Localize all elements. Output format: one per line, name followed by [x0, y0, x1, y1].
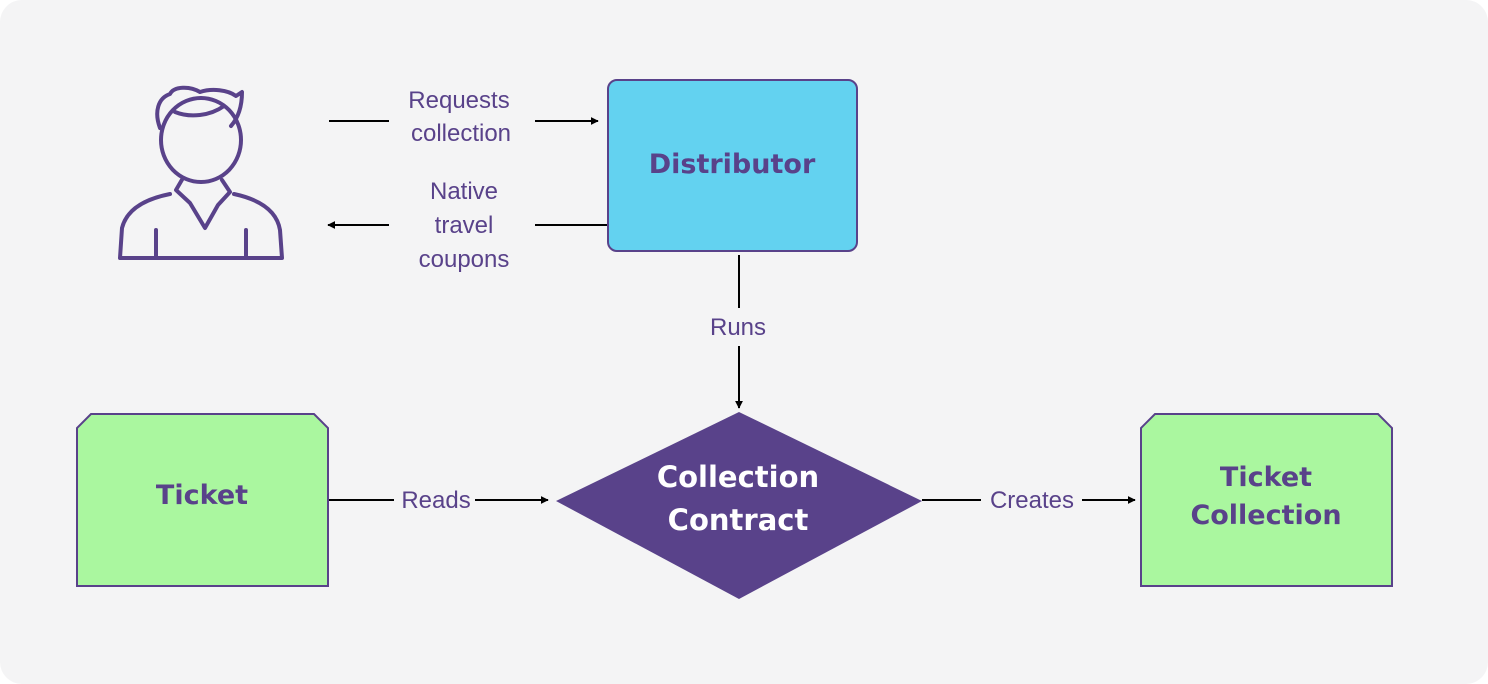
requests-label-line1: Requests — [408, 87, 509, 114]
reads-label: Reads — [401, 487, 470, 514]
contract-label-line1: Collection — [657, 460, 819, 494]
ticket-collection-node — [1140, 413, 1393, 587]
contract-label-line2: Contract — [668, 503, 809, 537]
requests-label-line2: collection — [411, 120, 511, 147]
user-icon — [118, 85, 284, 260]
runs-label: Runs — [710, 314, 766, 341]
collection-label-line2: Collection — [1190, 500, 1341, 531]
ticket-node — [76, 413, 329, 587]
creates-label: Creates — [990, 487, 1074, 514]
distributor-label: Distributor — [649, 149, 816, 180]
coupons-label-line3: coupons — [419, 246, 510, 273]
collection-label-line1: Ticket — [1220, 462, 1312, 493]
coupons-label-line2: travel — [435, 212, 494, 239]
collection-contract-node — [556, 412, 922, 599]
distributor-node — [607, 79, 858, 252]
ticket-label: Ticket — [156, 480, 248, 511]
coupons-label-line1: Native — [430, 178, 498, 205]
